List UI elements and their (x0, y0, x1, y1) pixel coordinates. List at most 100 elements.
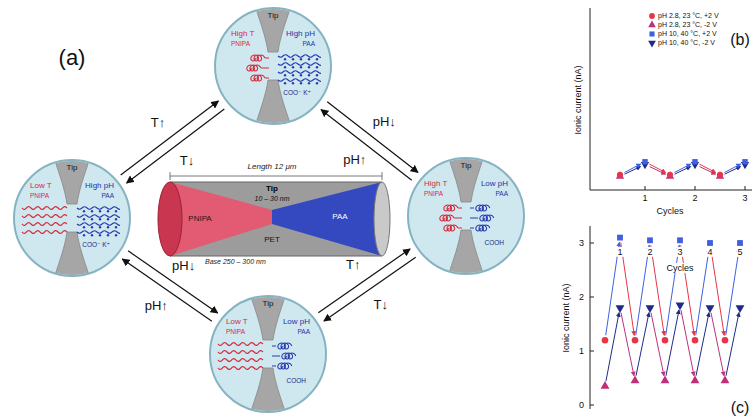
tip-label: Tip (263, 299, 274, 308)
paa-coil (282, 353, 296, 359)
dimension-label: Base 250 – 300 nm (205, 258, 266, 266)
ph-state: High pH (286, 29, 315, 38)
transition-arrow (121, 101, 219, 175)
edge-label: pH↑ (342, 152, 367, 167)
carboxylate-dot (83, 218, 85, 220)
dimension-tick (170, 172, 171, 180)
dimension-label: 10 – 30 nm (254, 195, 289, 203)
pnipa-chain (454, 217, 462, 218)
pnipa-chain (265, 77, 269, 78)
data-marker (717, 172, 723, 178)
tick-label: 1 (616, 247, 623, 257)
carboxylate-dot (99, 226, 101, 228)
base-opening (158, 182, 182, 256)
axis-line (590, 8, 591, 190)
tip-label: Tip (266, 184, 278, 193)
edge-label: T↑ (345, 258, 361, 273)
data-marker (721, 376, 730, 384)
membrane-edge (170, 256, 382, 257)
carboxylate-dot (300, 58, 302, 60)
data-marker (692, 337, 699, 344)
paa-chain (278, 55, 321, 58)
data-marker (647, 237, 653, 243)
dimension-label: Length 12 μm (246, 162, 299, 171)
data-marker (737, 240, 743, 246)
data-marker (648, 41, 656, 48)
carboxylate-dot (316, 58, 318, 60)
ph-state: Low pH (283, 317, 310, 326)
circle-outline (14, 160, 130, 276)
pnipa-coil (247, 65, 261, 71)
data-marker (692, 159, 697, 164)
carboxylate-dot (83, 234, 85, 236)
data-marker (617, 235, 623, 241)
polymer-name: PNIPA (188, 214, 211, 223)
paa-chain (77, 231, 120, 234)
tick-label: 0 (578, 400, 585, 410)
pnipa-chain (218, 367, 263, 370)
series-segment (726, 248, 739, 335)
carboxylate-dot (308, 66, 310, 68)
tick-label: 2 (578, 292, 585, 302)
data-marker (616, 305, 625, 313)
data-marker (646, 305, 655, 313)
carboxylate-dot (107, 210, 109, 212)
carboxylate-dot (300, 82, 302, 84)
transition-arrow (122, 259, 212, 321)
carboxylate-dot (115, 234, 117, 236)
polymer-name: PAA (101, 192, 114, 199)
pnipa-chain (458, 227, 462, 228)
channel-drawing (150, 160, 395, 270)
polymer-name: PAA (495, 190, 508, 197)
axis-title: Cycles (655, 206, 684, 216)
carboxylate-dot (284, 66, 286, 68)
dimension-line (170, 176, 382, 177)
pore-wall (448, 230, 484, 276)
state-circle: High TTipHigh pHPNIPAPAACOO⁻ K⁺ (213, 6, 333, 126)
axis-title: Cycles (665, 263, 694, 273)
pore-scene (22, 158, 120, 278)
data-marker (707, 240, 713, 246)
transition-arrow (318, 249, 410, 313)
carboxylate-dot (83, 210, 85, 212)
tick-label: 1 (578, 346, 585, 356)
carboxylate-dot (284, 58, 286, 60)
panel-label: (a) (58, 45, 87, 70)
axis-line (590, 190, 752, 191)
data-marker (648, 21, 656, 28)
axis-line (590, 226, 591, 409)
data-marker (716, 172, 724, 179)
data-marker (602, 337, 609, 344)
pore-scene (247, 6, 321, 126)
paa-chain (272, 365, 276, 366)
series-segment (711, 248, 724, 335)
edge-label: pH↓ (372, 115, 397, 130)
pore-wall (250, 294, 286, 340)
pnipa-coil (440, 215, 454, 221)
data-marker (691, 376, 700, 384)
series-segment (725, 167, 741, 175)
series-segment (625, 167, 641, 175)
axis-title: Ionic current (nA) (561, 282, 571, 353)
state-circle: Low TTipHigh pHPNIPAPAACOO⁻ K⁺ (12, 158, 132, 278)
data-marker (706, 305, 715, 313)
legend-text: pH 10, 40 °C, +2 V (658, 30, 717, 38)
data-marker (631, 376, 640, 384)
tick-label: 2 (691, 193, 698, 203)
carboxylate-dot (107, 218, 109, 220)
paa-surface (272, 182, 382, 256)
chemical-group: COO⁻ K⁺ (82, 241, 110, 248)
series-segment (651, 245, 665, 335)
pnipa-chain (458, 207, 462, 208)
paa-chain (470, 227, 474, 228)
chemical-group: COOH (485, 239, 505, 246)
series-segment (699, 164, 715, 172)
carboxylate-dot (99, 210, 101, 212)
series-segment (624, 164, 640, 172)
transition-arrow (327, 102, 418, 172)
legend-text: pH 2.8, 23 °C, -2 V (658, 21, 717, 29)
legend-text: pH 2.8, 23 °C, +2 V (658, 12, 719, 20)
carboxylate-dot (91, 234, 93, 236)
series-segment (674, 164, 690, 172)
circle-outline (215, 8, 331, 124)
